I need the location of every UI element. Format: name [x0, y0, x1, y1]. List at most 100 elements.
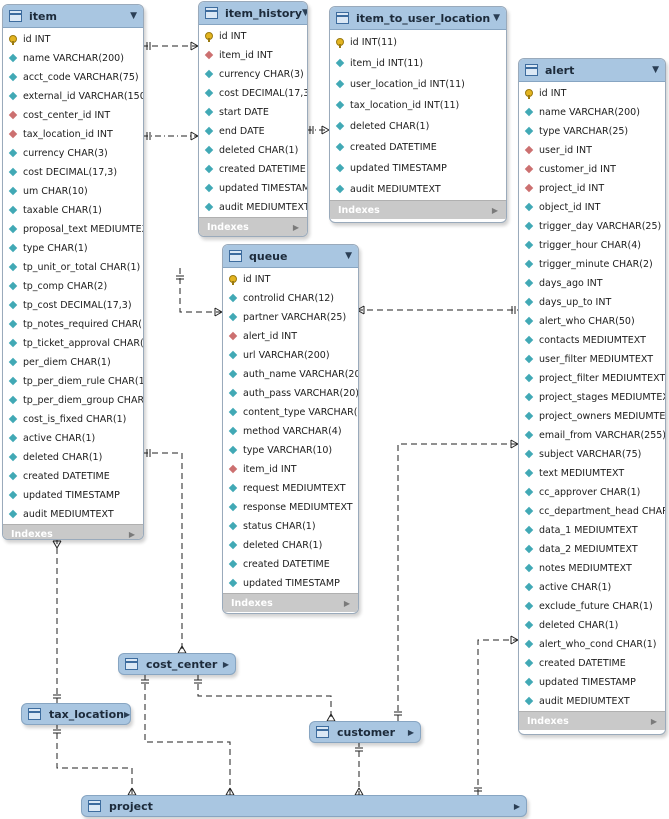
indexes-bar[interactable]: Indexes ▶	[199, 217, 307, 236]
column-row[interactable]: type VARCHAR(25)	[519, 122, 665, 141]
column-row[interactable]: contacts MEDIUMTEXT	[519, 331, 665, 350]
column-row[interactable]: project_owners MEDIUMTEXT	[519, 407, 665, 426]
expand-arrow-icon[interactable]: ▶	[222, 659, 229, 669]
table-cost-center[interactable]: cost_center ▶	[118, 653, 236, 675]
column-row[interactable]: audit MEDIUMTEXT	[3, 505, 143, 524]
column-row[interactable]: id INT	[223, 270, 358, 289]
column-row[interactable]: type CHAR(1)	[3, 239, 143, 258]
column-row[interactable]: updated TIMESTAMP	[3, 486, 143, 505]
column-row[interactable]: tax_location_id INT(11)	[330, 95, 506, 116]
column-row[interactable]: object_id INT	[519, 198, 665, 217]
column-row[interactable]: updated TIMESTAMP	[519, 673, 665, 692]
column-row[interactable]: created DATETIME	[223, 555, 358, 574]
column-row[interactable]: user_filter MEDIUMTEXT	[519, 350, 665, 369]
column-row[interactable]: cost DECIMAL(17,3)	[199, 84, 307, 103]
column-row[interactable]: cost_is_fixed CHAR(1)	[3, 410, 143, 429]
column-row[interactable]: tp_unit_or_total CHAR(1)	[3, 258, 143, 277]
column-row[interactable]: project_stages MEDIUMTEXT	[519, 388, 665, 407]
column-row[interactable]: item_id INT	[199, 46, 307, 65]
column-row[interactable]: audit MEDIUMTEXT	[519, 692, 665, 711]
column-row[interactable]: tp_comp CHAR(2)	[3, 277, 143, 296]
column-row[interactable]: cost DECIMAL(17,3)	[3, 163, 143, 182]
column-row[interactable]: item_id INT(11)	[330, 53, 506, 74]
column-row[interactable]: request MEDIUMTEXT	[223, 479, 358, 498]
expand-arrow-icon[interactable]: ▶	[650, 716, 657, 726]
column-row[interactable]: tp_cost DECIMAL(17,3)	[3, 296, 143, 315]
column-row[interactable]: deleted CHAR(1)	[330, 116, 506, 137]
column-row[interactable]: updated TIMESTAMP	[223, 574, 358, 593]
column-row[interactable]: content_type VARCHAR(50)	[223, 403, 358, 422]
column-row[interactable]: type VARCHAR(10)	[223, 441, 358, 460]
column-row[interactable]: deleted CHAR(1)	[223, 536, 358, 555]
column-row[interactable]: cost_center_id INT	[3, 106, 143, 125]
table-header[interactable]: item ▼	[3, 5, 143, 28]
column-row[interactable]: currency CHAR(3)	[3, 144, 143, 163]
column-row[interactable]: deleted CHAR(1)	[3, 448, 143, 467]
column-row[interactable]: updated TIMESTAMP	[330, 158, 506, 179]
indexes-bar[interactable]: Indexes ▶	[330, 200, 506, 219]
column-row[interactable]: subject VARCHAR(75)	[519, 445, 665, 464]
column-row[interactable]: trigger_hour CHAR(4)	[519, 236, 665, 255]
column-row[interactable]: project_id INT	[519, 179, 665, 198]
column-row[interactable]: auth_pass VARCHAR(20)	[223, 384, 358, 403]
column-row[interactable]: cc_approver CHAR(1)	[519, 483, 665, 502]
column-row[interactable]: days_ago INT	[519, 274, 665, 293]
column-row[interactable]: data_1 MEDIUMTEXT	[519, 521, 665, 540]
column-row[interactable]: text MEDIUMTEXT	[519, 464, 665, 483]
column-row[interactable]: partner VARCHAR(25)	[223, 308, 358, 327]
column-row[interactable]: deleted CHAR(1)	[519, 616, 665, 635]
column-row[interactable]: created DATETIME	[199, 160, 307, 179]
column-row[interactable]: id INT	[199, 27, 307, 46]
table-header[interactable]: item_history ▼	[199, 2, 307, 25]
column-row[interactable]: alert_id INT	[223, 327, 358, 346]
column-row[interactable]: controlid CHAR(12)	[223, 289, 358, 308]
column-row[interactable]: notes MEDIUMTEXT	[519, 559, 665, 578]
column-row[interactable]: created DATETIME	[3, 467, 143, 486]
column-row[interactable]: response MEDIUMTEXT	[223, 498, 358, 517]
column-row[interactable]: active CHAR(1)	[3, 429, 143, 448]
column-row[interactable]: name VARCHAR(200)	[3, 49, 143, 68]
indexes-bar[interactable]: Indexes ▶	[223, 593, 358, 612]
column-row[interactable]: alert_who_cond CHAR(1)	[519, 635, 665, 654]
table-header[interactable]: queue ▼	[223, 245, 358, 268]
column-row[interactable]: alert_who CHAR(50)	[519, 312, 665, 331]
column-row[interactable]: url VARCHAR(200)	[223, 346, 358, 365]
table-header[interactable]: item_to_user_location ▼	[330, 7, 506, 30]
column-row[interactable]: exclude_future CHAR(1)	[519, 597, 665, 616]
column-row[interactable]: audit MEDIUMTEXT	[330, 179, 506, 200]
expand-arrow-icon[interactable]: ▶	[292, 222, 299, 232]
column-row[interactable]: created DATETIME	[330, 137, 506, 158]
column-row[interactable]: cc_department_head CHAR(1)	[519, 502, 665, 521]
collapse-arrow-icon[interactable]: ▼	[345, 251, 352, 261]
column-row[interactable]: trigger_minute CHAR(2)	[519, 255, 665, 274]
column-row[interactable]: per_diem CHAR(1)	[3, 353, 143, 372]
table-tax-location[interactable]: tax_location ▶	[21, 703, 131, 725]
column-row[interactable]: tp_notes_required CHAR(1)	[3, 315, 143, 334]
column-row[interactable]: user_id INT	[519, 141, 665, 160]
column-row[interactable]: user_location_id INT(11)	[330, 74, 506, 95]
column-row[interactable]: status CHAR(1)	[223, 517, 358, 536]
column-row[interactable]: method VARCHAR(4)	[223, 422, 358, 441]
column-row[interactable]: customer_id INT	[519, 160, 665, 179]
expand-arrow-icon[interactable]: ▶	[407, 727, 414, 737]
collapse-arrow-icon[interactable]: ▼	[130, 11, 137, 21]
expand-arrow-icon[interactable]: ▶	[513, 801, 520, 811]
column-row[interactable]: tp_per_diem_rule CHAR(1)	[3, 372, 143, 391]
column-row[interactable]: audit MEDIUMTEXT	[199, 198, 307, 217]
column-row[interactable]: tp_ticket_approval CHAR(1)	[3, 334, 143, 353]
column-row[interactable]: proposal_text MEDIUMTEXT	[3, 220, 143, 239]
column-row[interactable]: deleted CHAR(1)	[199, 141, 307, 160]
column-row[interactable]: item_id INT	[223, 460, 358, 479]
column-row[interactable]: auth_name VARCHAR(20)	[223, 365, 358, 384]
column-row[interactable]: start DATE	[199, 103, 307, 122]
column-row[interactable]: updated TIMESTAMP	[199, 179, 307, 198]
column-row[interactable]: acct_code VARCHAR(75)	[3, 68, 143, 87]
table-item-to-user-location[interactable]: item_to_user_location ▼ id INT(11)item_i…	[329, 6, 507, 223]
column-row[interactable]: days_up_to INT	[519, 293, 665, 312]
column-row[interactable]: project_filter MEDIUMTEXT	[519, 369, 665, 388]
column-row[interactable]: id INT	[519, 84, 665, 103]
column-row[interactable]: currency CHAR(3)	[199, 65, 307, 84]
indexes-bar[interactable]: Indexes ▶	[3, 524, 143, 539]
